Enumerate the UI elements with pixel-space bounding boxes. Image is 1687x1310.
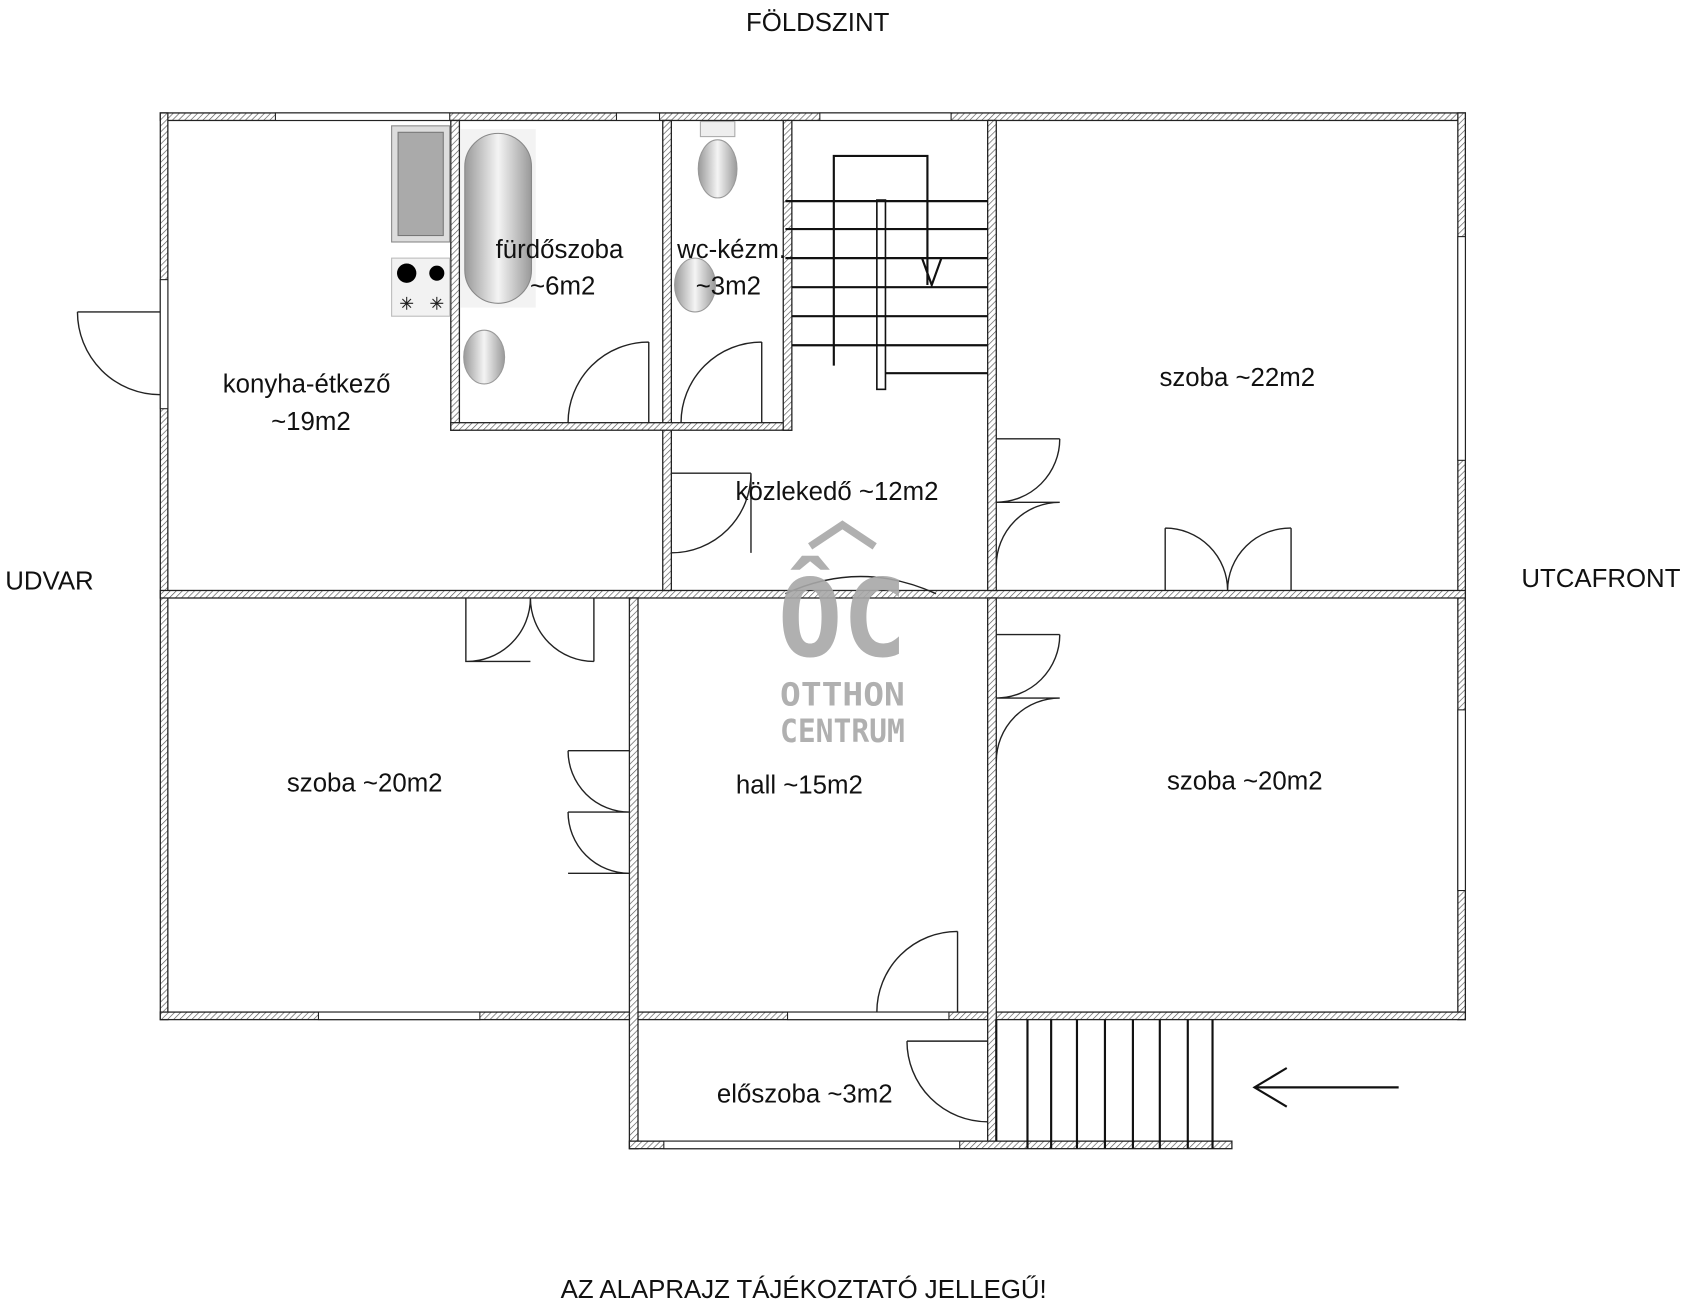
room-bedroom-20-left: szoba ~20m2 <box>287 770 443 798</box>
room-entry: előszoba ~3m2 <box>717 1080 893 1108</box>
floor-title: FÖLDSZINT <box>746 9 890 37</box>
side-label-right: UTCAFRONT <box>1521 565 1680 593</box>
room-kitchen-name: konyha-étkező <box>223 371 391 399</box>
logo-line2: CENTRUM <box>780 712 905 750</box>
sink-icon <box>463 329 506 385</box>
fixtures <box>391 120 738 385</box>
stove-icon <box>391 257 451 317</box>
logo-line1: OTTHON <box>780 676 905 714</box>
room-corridor: közlekedő ~12m2 <box>736 478 939 506</box>
room-bedroom-22: szoba ~22m2 <box>1159 364 1315 392</box>
logo-mark: ÔC <box>778 557 907 682</box>
room-bedroom-20-right: szoba ~20m2 <box>1167 767 1323 795</box>
sink-icon <box>674 257 717 313</box>
bathtub-icon <box>460 129 536 308</box>
room-wc-area: ~3m2 <box>696 273 761 301</box>
room-bathroom-name: fürdőszoba <box>496 236 624 264</box>
disclaimer: AZ ALAPRAJZ TÁJÉKOZTATÓ JELLEGŰ! <box>561 1275 1047 1304</box>
room-wc-name: wc-kézm. <box>676 236 786 264</box>
room-bathroom-area: ~6m2 <box>530 273 595 301</box>
staircase <box>785 154 1399 1149</box>
room-hall: hall ~15m2 <box>736 772 863 800</box>
fridge-icon <box>391 125 451 243</box>
otthon-centrum-logo: ÔC OTTHON CENTRUM <box>778 520 907 750</box>
room-kitchen-area: ~19m2 <box>271 408 351 436</box>
doors <box>76 311 1292 1123</box>
side-label-left: UDVAR <box>5 567 93 595</box>
walls <box>159 112 1467 1150</box>
entrance-arrow-icon <box>1252 1067 1399 1108</box>
toilet-icon <box>697 120 738 199</box>
